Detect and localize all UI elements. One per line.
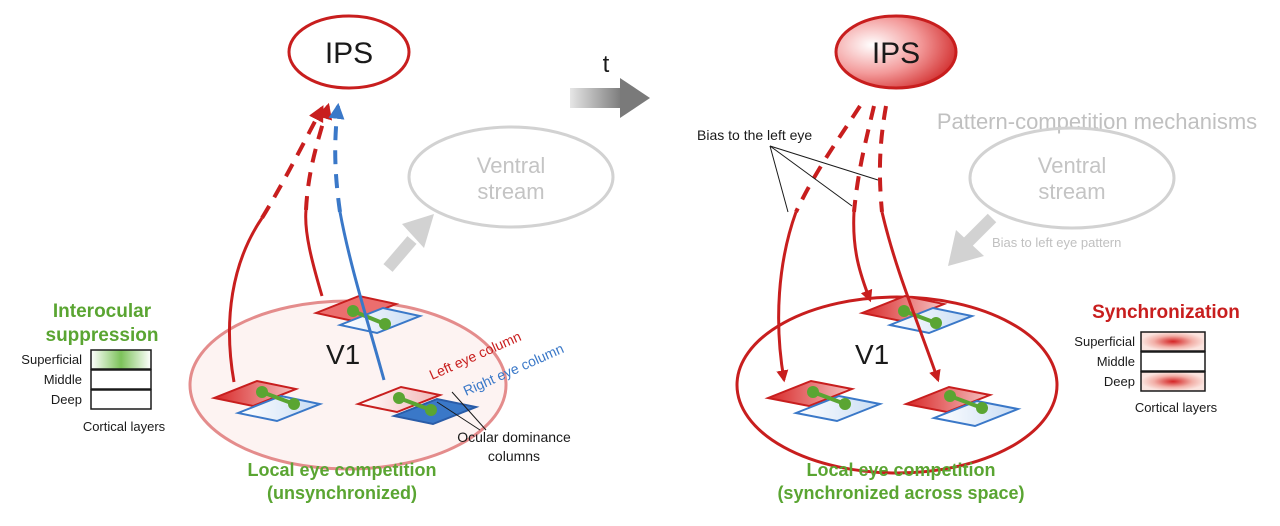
right-gray-arrow xyxy=(948,213,997,266)
right-ips-label: IPS xyxy=(872,37,920,70)
left-blue-arrow xyxy=(328,102,386,381)
right-red-arrow-2 xyxy=(852,105,876,303)
left-column-pair-2 xyxy=(210,379,324,423)
left-ventral-label-1: Ventral xyxy=(477,153,546,178)
left-legend-title-1: Interocular xyxy=(53,301,152,322)
right-layers-caption: Cortical layers xyxy=(1135,400,1218,415)
right-red-arrow-1 xyxy=(776,104,862,383)
left-column-pair-1 xyxy=(312,294,424,335)
bias-pointer-lines xyxy=(769,145,879,213)
right-layer-superficial: Superficial xyxy=(1074,334,1135,349)
left-ips-label: IPS xyxy=(325,37,373,70)
left-panel: IPS Ventral stream V1 xyxy=(21,14,615,503)
right-ventral-label-2: stream xyxy=(1038,179,1105,204)
right-legend-title: Synchronization xyxy=(1092,302,1240,323)
bias-pattern-label: Bias to left eye pattern xyxy=(992,235,1121,250)
right-v1-area xyxy=(735,295,1059,475)
ocular-dominance-pointer xyxy=(436,391,487,431)
right-panel: IPS Pattern-competition mechanisms Ventr… xyxy=(697,14,1257,503)
right-column-pair-3 xyxy=(902,385,1022,428)
right-ventral-label-1: Ventral xyxy=(1038,153,1107,178)
left-v1-label: V1 xyxy=(326,339,360,370)
left-red-arrow-1 xyxy=(227,105,324,383)
left-layer-deep: Deep xyxy=(51,392,82,407)
left-ips-node xyxy=(287,14,411,90)
left-ventral-node xyxy=(407,125,615,229)
left-caption-1: Local eye competition xyxy=(247,460,436,480)
right-column-pair-1 xyxy=(858,294,976,335)
time-label: t xyxy=(603,51,610,78)
left-legend-title-2: suppression xyxy=(46,325,159,346)
right-caption-1: Local eye competition xyxy=(806,460,995,480)
right-layer-boxes xyxy=(1140,331,1206,392)
left-layers-caption: Cortical layers xyxy=(83,419,166,434)
left-layer-superficial: Superficial xyxy=(21,352,82,367)
right-column-pair-2 xyxy=(764,379,884,423)
ocular-dominance-label-1: Ocular dominance xyxy=(457,429,571,445)
time-arrow: t xyxy=(570,51,650,118)
left-caption-2: (unsynchronized) xyxy=(267,483,417,503)
ocular-dominance-label-2: columns xyxy=(488,448,540,464)
left-layer-middle: Middle xyxy=(44,372,82,387)
left-ventral-label-2: stream xyxy=(477,179,544,204)
right-red-arrow-3 xyxy=(877,105,941,383)
left-column-pair-3 xyxy=(354,385,480,426)
right-ventral-node xyxy=(968,126,1176,230)
left-red-arrow-2 xyxy=(304,102,333,297)
left-layer-boxes xyxy=(90,349,152,410)
left-gray-arrow xyxy=(383,214,434,272)
bias-left-eye-label: Bias to the left eye xyxy=(697,127,812,143)
right-caption-2: (synchronized across space) xyxy=(777,483,1024,503)
right-layer-middle: Middle xyxy=(1097,354,1135,369)
right-v1-label: V1 xyxy=(855,339,889,370)
right-layer-deep: Deep xyxy=(1104,374,1135,389)
right-ips-node xyxy=(834,14,958,90)
